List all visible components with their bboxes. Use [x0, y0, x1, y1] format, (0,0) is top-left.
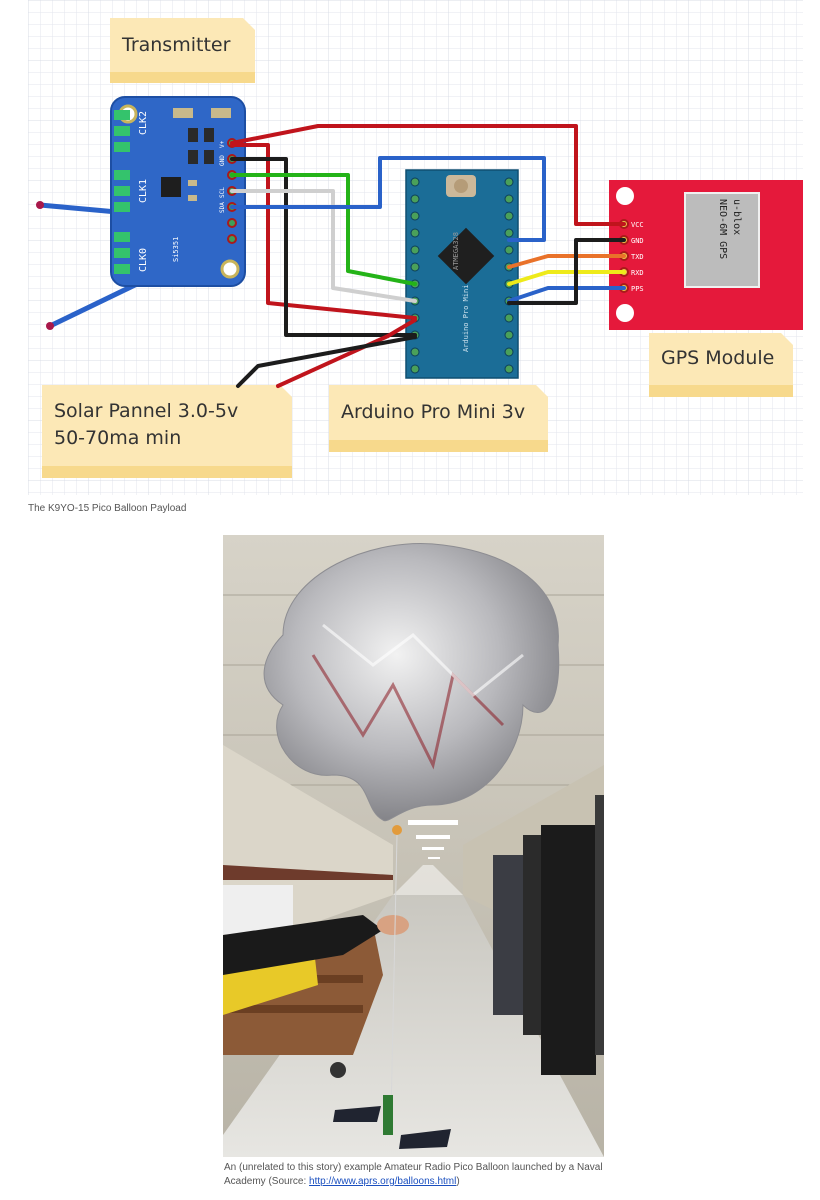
gps-module-text-2: NEO-6M GPS [717, 199, 728, 259]
note-transmitter: Transmitter [110, 18, 255, 83]
balloon-photo [223, 535, 604, 1157]
wire-orange-txd [507, 254, 626, 269]
arduino-chip-text: ATMEGA328 [452, 232, 460, 270]
gps-pin-vcc: VCC [631, 221, 644, 229]
note-arduino: Arduino Pro Mini 3v [329, 385, 548, 452]
transmitter-chip-text: Si5351 [172, 237, 180, 262]
diagram-caption: The K9YO-15 Pico Balloon Payload [28, 503, 187, 514]
note-solar-line2: 50-70ma min [54, 427, 181, 449]
photo-caption-text: An (unrelated to this story) example Ama… [224, 1162, 603, 1187]
balloon-foil [263, 543, 560, 822]
photo-caption-end: ) [456, 1176, 460, 1187]
gps-module-text-1: u-blox [731, 199, 742, 235]
note-transmitter-text: Transmitter [121, 34, 231, 56]
gps-board: u-blox NEO-6M GPS VCC GND TXD RXD PPS [609, 180, 803, 330]
wire-black-gnd-gps [507, 238, 626, 305]
wire-blue-clk [230, 156, 546, 242]
transmitter-label-clk2: CLK2 [138, 111, 149, 135]
gps-pin-rxd: RXD [631, 269, 644, 277]
gps-pin-pps: PPS [631, 285, 644, 293]
wire-white-scl [230, 189, 417, 303]
transmitter-pin-scl: SCL [219, 187, 226, 198]
wire-black-gnd-arduino [230, 157, 417, 337]
wire-red-vplus-arduino [230, 143, 417, 320]
note-gps: GPS Module [649, 333, 793, 397]
transmitter-label-clk0: CLK0 [138, 248, 149, 272]
payload-wiring-diagram: Transmitter Solar Pannel 3.0-5v 50-70ma … [28, 0, 803, 495]
note-solar-line1: Solar Pannel 3.0-5v [54, 400, 238, 422]
note-gps-text: GPS Module [661, 347, 774, 369]
arduino-title-text: Arduino Pro Mini [462, 285, 470, 352]
wire-yellow-rxd [507, 270, 626, 286]
photo-caption: An (unrelated to this story) example Ama… [224, 1161, 624, 1189]
gps-pin-gnd: GND [631, 237, 644, 245]
transmitter-pin-sda: SDA [219, 202, 226, 213]
source-link[interactable]: http://www.aprs.org/balloons.html [309, 1176, 457, 1187]
wire-red-solar [276, 318, 417, 388]
transmitter-board: CLK2 CLK1 CLK0 Si5351 V+ GND SCL SDA [110, 96, 246, 287]
wire-blue-pps [507, 286, 626, 303]
arduino-board: ATMEGA328 Arduino Pro Mini [405, 169, 519, 379]
note-solar-panel: Solar Pannel 3.0-5v 50-70ma min [42, 385, 292, 478]
wire-red-vplus-gps [230, 124, 626, 226]
note-arduino-text: Arduino Pro Mini 3v [341, 401, 525, 423]
transmitter-label-clk1: CLK1 [138, 179, 149, 203]
wire-black-solar [236, 335, 417, 388]
transmitter-pin-gnd: GND [219, 155, 226, 166]
wire-green-sda [230, 173, 417, 286]
transmitter-pin-vplus: V+ [219, 140, 226, 148]
gps-pin-txd: TXD [631, 253, 644, 261]
